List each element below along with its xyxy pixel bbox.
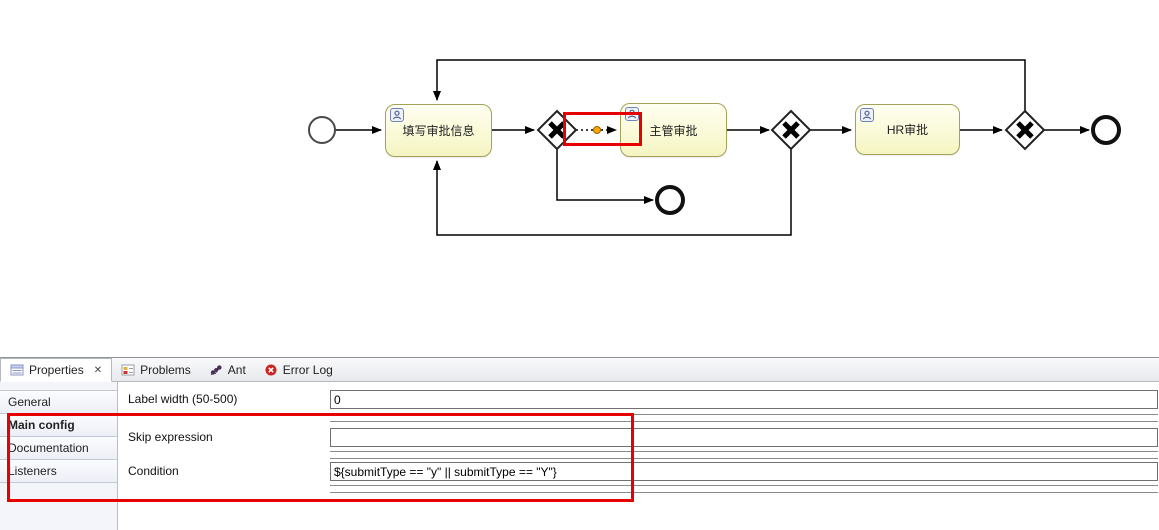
grid-line xyxy=(330,414,1158,415)
end-event-branch[interactable] xyxy=(655,185,685,215)
properties-sidebar: General Main config Documentation Listen… xyxy=(0,382,118,530)
grid-line xyxy=(330,458,1158,459)
tab-properties[interactable]: Properties ✕ xyxy=(0,358,113,382)
bpmn-canvas[interactable]: 填写审批信息 主管审批 HR审批 xyxy=(0,0,1159,357)
flow-loop-top-gateway3-to-task1[interactable] xyxy=(433,59,1026,111)
sidebar-item-main-config[interactable]: Main config xyxy=(0,414,117,437)
problems-icon xyxy=(121,363,135,377)
sidebar-item-documentation[interactable]: Documentation xyxy=(0,437,117,460)
properties-panel: Properties ✕ Problems xyxy=(0,357,1159,530)
bpmn-diagram-svg xyxy=(308,59,1121,236)
sidebar-list: General Main config Documentation Listen… xyxy=(0,390,117,483)
ant-icon xyxy=(209,363,223,377)
grid-line xyxy=(330,451,1158,452)
task-fill-approval-info[interactable]: 填写审批信息 xyxy=(385,104,492,157)
tab-problems[interactable]: Problems xyxy=(112,358,200,381)
user-task-icon xyxy=(390,108,404,122)
task-label: 填写审批信息 xyxy=(402,124,475,138)
label-width-label: Label width (50-500) xyxy=(128,392,238,406)
flow-gateway1-to-branch-end[interactable] xyxy=(556,149,654,204)
exclusive-gateway-1[interactable] xyxy=(536,109,578,151)
grid-line xyxy=(330,485,1158,486)
flow-bendpoint-dot[interactable] xyxy=(593,126,601,134)
task-label: HR审批 xyxy=(886,123,929,137)
grid-line xyxy=(330,421,1158,422)
tab-error-log[interactable]: Error Log xyxy=(255,358,342,381)
condition-input[interactable] xyxy=(330,462,1158,481)
tab-label: Error Log xyxy=(282,362,333,377)
user-task-icon xyxy=(625,107,639,121)
task-label: 主管审批 xyxy=(649,123,698,138)
skip-expression-label: Skip expression xyxy=(128,430,213,444)
condition-label: Condition xyxy=(128,464,179,478)
task-hr-approval[interactable]: HR审批 xyxy=(855,104,960,155)
start-event[interactable] xyxy=(308,116,336,144)
tab-label: Properties xyxy=(29,363,84,377)
sidebar-item-listeners[interactable]: Listeners xyxy=(0,460,117,483)
flow-loop-bottom-gateway2-to-task1[interactable] xyxy=(433,149,792,236)
tab-label: Problems xyxy=(140,362,191,377)
user-task-icon xyxy=(860,108,874,122)
exclusive-gateway-3[interactable] xyxy=(1004,109,1046,151)
sidebar-item-general[interactable]: General xyxy=(0,391,117,414)
grid-line xyxy=(330,492,1158,493)
exclusive-gateway-2[interactable] xyxy=(770,109,812,151)
view-tabbar: Properties ✕ Problems xyxy=(0,358,1159,382)
properties-icon xyxy=(10,363,24,377)
skip-expression-input[interactable] xyxy=(330,428,1158,447)
properties-body: General Main config Documentation Listen… xyxy=(0,382,1159,530)
label-width-input[interactable] xyxy=(330,390,1158,409)
task-supervisor-approval[interactable]: 主管审批 xyxy=(620,103,727,157)
close-icon[interactable]: ✕ xyxy=(93,364,103,376)
properties-form: Label width (50-500) Skip expression Con… xyxy=(119,382,1159,530)
tab-label: Ant xyxy=(227,362,246,377)
error-log-icon xyxy=(264,363,278,377)
end-event-main[interactable] xyxy=(1091,115,1121,145)
tab-ant[interactable]: Ant xyxy=(200,358,255,381)
